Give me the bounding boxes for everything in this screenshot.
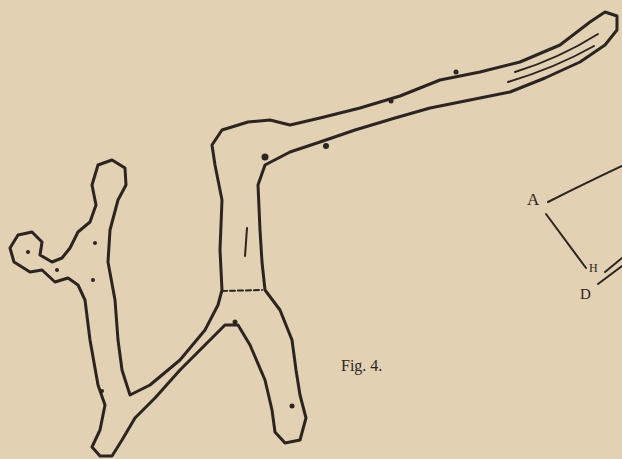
partial-figure-line (546, 214, 586, 268)
partial-figure-line (605, 258, 622, 272)
inner-line (245, 228, 247, 256)
figure-caption: Fig. 4. (341, 358, 382, 374)
partial-figure-line (548, 166, 622, 202)
point-letter: A (527, 191, 539, 208)
point-letter: D (580, 287, 591, 302)
inner-line (515, 34, 598, 72)
inner-line (222, 290, 262, 291)
point-letter: H (589, 262, 598, 274)
inner-line (508, 46, 594, 82)
dots (26, 70, 459, 409)
branching-outline (10, 12, 617, 456)
